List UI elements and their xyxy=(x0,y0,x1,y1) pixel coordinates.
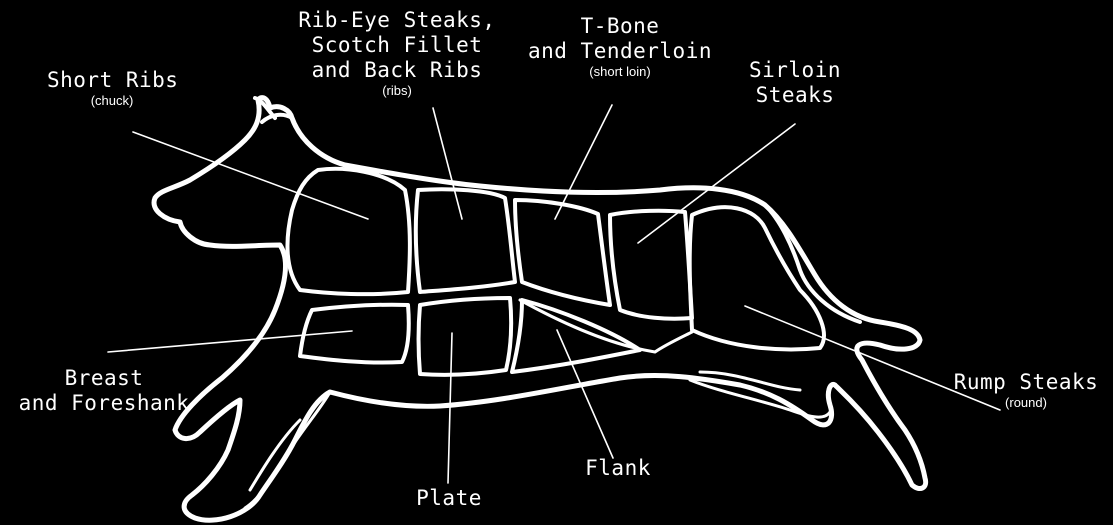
ribeye-line1: Rib-Eye Steaks, xyxy=(292,8,502,33)
region-short-loin xyxy=(515,200,610,305)
region-plate xyxy=(419,298,512,375)
ribeye-line3: and Back Ribs xyxy=(292,58,502,83)
flank-title: Flank xyxy=(570,456,666,481)
leader-tbone xyxy=(555,105,612,219)
breast-line1: Breast xyxy=(4,366,204,391)
sirloin-line1: Sirloin xyxy=(740,58,850,83)
label-rump: Rump Steaks (round) xyxy=(942,370,1110,411)
region-chuck xyxy=(287,169,409,294)
leader-short-ribs xyxy=(133,132,368,219)
leader-plate xyxy=(448,333,452,483)
label-sirloin: Sirloin Steaks xyxy=(740,58,850,108)
ribeye-line2: Scotch Fillet xyxy=(292,33,502,58)
tbone-line2: and Tenderloin xyxy=(516,39,724,64)
plate-title: Plate xyxy=(404,486,494,511)
label-breast: Breast and Foreshank xyxy=(4,366,204,416)
tbone-line1: T-Bone xyxy=(516,14,724,39)
short-ribs-title: Short Ribs xyxy=(47,68,177,93)
label-flank: Flank xyxy=(570,456,666,481)
leader-breast xyxy=(108,331,352,352)
leader-flank xyxy=(557,330,613,458)
rump-sub: (round) xyxy=(942,395,1110,411)
region-sirloin xyxy=(610,211,692,319)
region-ribs xyxy=(416,189,515,292)
tbone-sub: (short loin) xyxy=(516,64,724,80)
label-tbone: T-Bone and Tenderloin (short loin) xyxy=(516,14,724,80)
label-ribeye: Rib-Eye Steaks, Scotch Fillet and Back R… xyxy=(292,8,502,99)
ribeye-sub: (ribs) xyxy=(292,83,502,99)
leader-sirloin xyxy=(638,124,795,243)
breast-line2: and Foreshank xyxy=(4,391,204,416)
leader-ribeye xyxy=(433,108,462,219)
label-plate: Plate xyxy=(404,486,494,511)
rump-title: Rump Steaks xyxy=(942,370,1110,395)
label-short-ribs: Short Ribs (chuck) xyxy=(47,68,177,109)
short-ribs-sub: (chuck) xyxy=(47,93,177,109)
sirloin-line2: Steaks xyxy=(740,83,850,108)
